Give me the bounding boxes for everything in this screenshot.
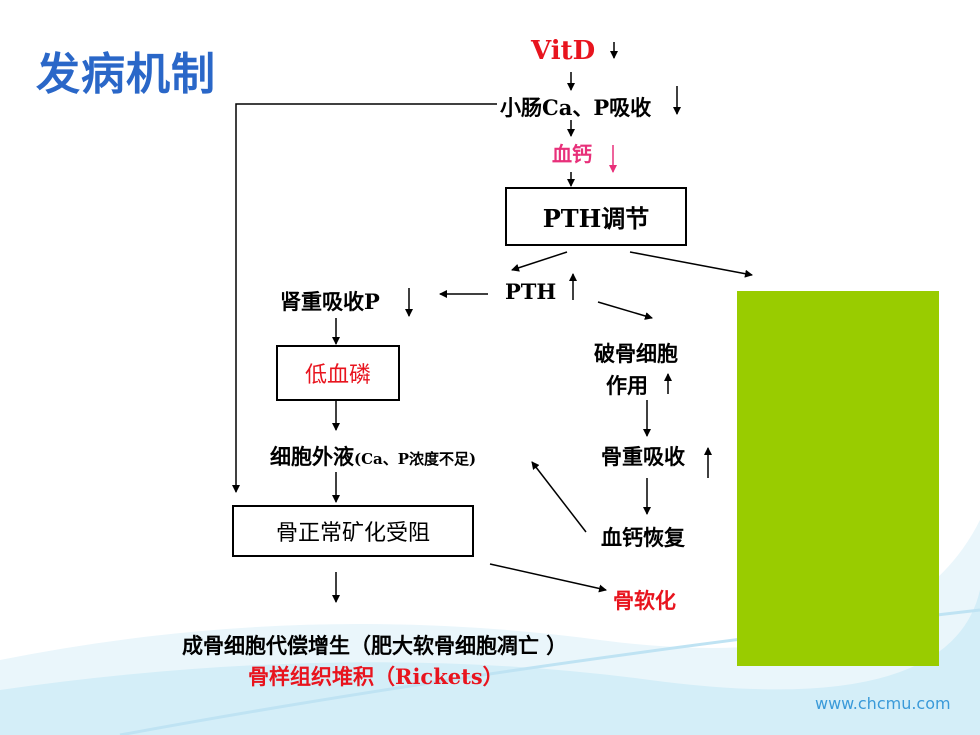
calcium-recovery-label: 血钙恢复 [601,525,685,550]
osteoclast-label-1: 破骨细胞 [594,341,678,366]
vitd-label: VitD [531,36,596,66]
osteoclast-label-2: 作用 [606,373,648,398]
pth-regulation-box: PTH调节 [505,187,687,246]
green-panel [737,291,939,666]
block-to-osteomalacia-arrow [489,563,607,593]
pth-regulation-label: PTH调节 [542,204,650,233]
mineralization-block-label: 骨正常矿化受阻 [275,521,430,546]
mineralization-block-box: 骨正常矿化受阻 [232,505,474,557]
recovery-to-extracellular-arrow [531,461,587,533]
box-to-pth-arrow [511,251,568,272]
osteomalacia-label: 骨软化 [613,588,676,613]
extracellular-label: 细胞外液(Ca、P浓度不足) [270,441,476,471]
left-feedback-line [232,103,497,493]
hypophosphatemia-box: 低血磷 [276,345,400,401]
pth-to-green-arrow [629,251,753,278]
intestine-absorb-label: 小肠Ca、P吸收 [500,95,652,120]
watermark: www.chcmu.com [815,694,951,713]
extracellular-text: 细胞外液 [270,444,354,469]
pth-to-osteoclast-arrow [597,301,653,320]
extracellular-note: (Ca、P浓度不足) [354,450,477,468]
osteoblast-compensation-label: 成骨细胞代偿增生（肥大软骨细胞凋亡 ） [182,633,568,658]
pth-label: PTH [505,279,557,304]
hypophosphatemia-label: 低血磷 [304,363,371,388]
osteoid-accumulation-label: 骨样组织堆积（Rickets） [248,664,504,689]
kidney-reabsorb-label: 肾重吸收P [280,289,380,314]
bone-resorption-label: 骨重吸收 [601,444,685,469]
blood-calcium-label: 血钙 [552,142,592,166]
page-title: 发病机制 [36,49,216,100]
